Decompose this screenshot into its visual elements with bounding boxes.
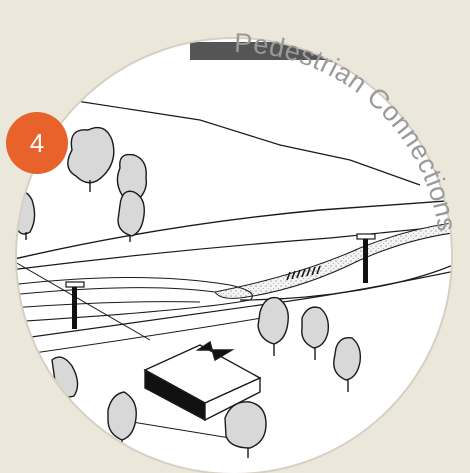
step-number: 4 [30, 128, 44, 159]
step-number-badge: 4 [6, 112, 68, 174]
